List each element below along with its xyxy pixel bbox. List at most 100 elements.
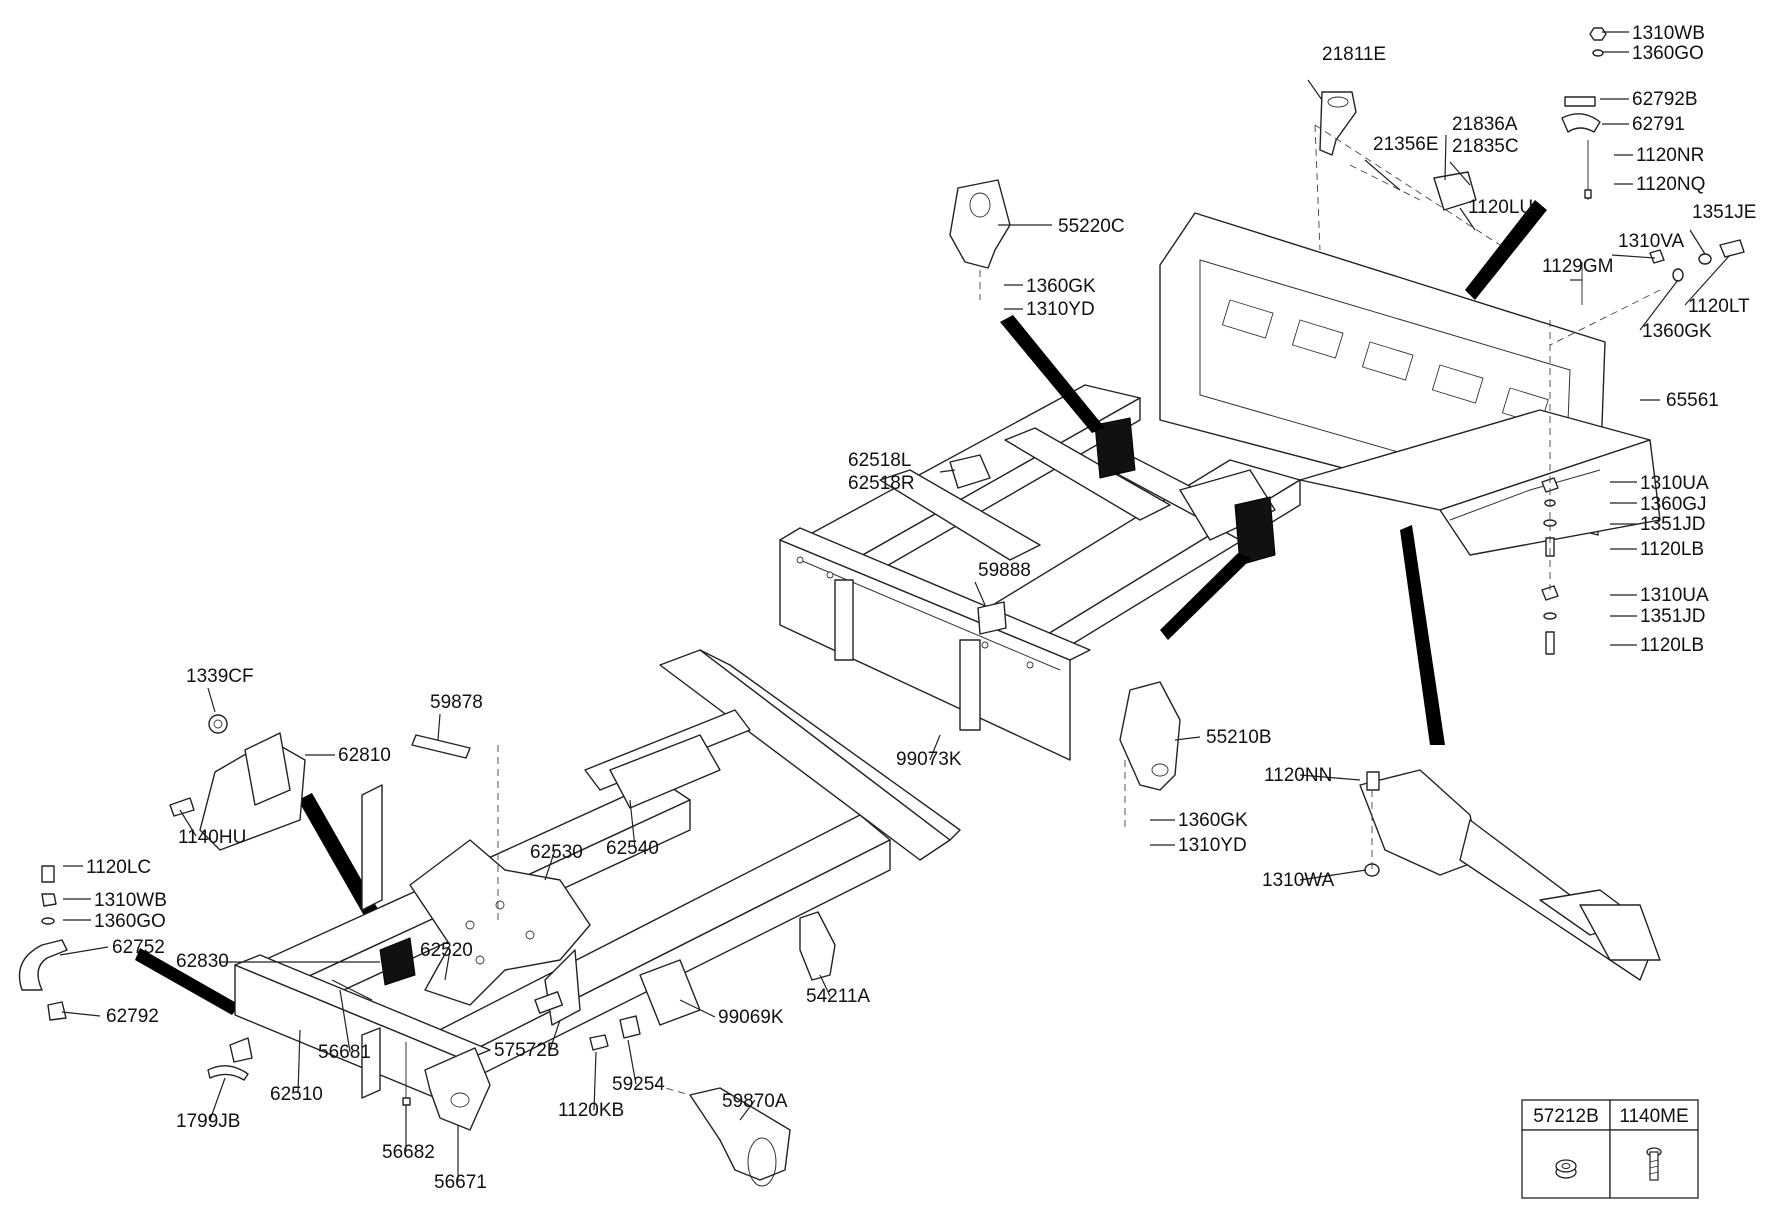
pointer-wedge — [1400, 525, 1445, 745]
pointer-wedge — [1465, 200, 1547, 300]
part-label-55220C: 55220C — [1058, 216, 1125, 237]
part-number-text: 62752 — [112, 937, 165, 958]
part-label-62752: 62752 — [112, 937, 165, 958]
part-number-text: 99073K — [896, 749, 962, 770]
part-number-text: 62518R — [848, 473, 915, 494]
part-label-1360GO_a: 1360GO — [1602, 43, 1704, 64]
part-label-1120LU: 1120LU — [1468, 197, 1533, 218]
part-number-text: 1120NQ — [1636, 174, 1705, 195]
part-label-1351JE: 1351JE — [1692, 202, 1756, 223]
part-number-text: 1120NN — [1264, 765, 1332, 786]
part-number-text: 59254 — [612, 1074, 665, 1095]
part-label-1310YD_a: 1310YD — [1004, 299, 1095, 320]
part-label-59888: 59888 — [978, 560, 1031, 581]
part-label-62791: 62791 — [1602, 114, 1685, 135]
part-number-text: 59870A — [722, 1091, 788, 1112]
part-label-62792: 62792 — [106, 1006, 159, 1027]
part-label-1120KB: 1120KB — [558, 1100, 624, 1121]
legend-label-57212B: 57212B — [1533, 1106, 1599, 1127]
part-number-text: 55220C — [1058, 216, 1125, 237]
part-number-text: 1310WB — [94, 890, 167, 911]
part-number-text: 56682 — [382, 1142, 435, 1163]
part-label-59870A: 59870A — [722, 1091, 788, 1112]
part-number-text: 21835C — [1452, 136, 1519, 157]
part-label-62792B: 62792B — [1600, 89, 1698, 110]
part-label-1360GK_a: 1360GK — [1004, 276, 1096, 297]
part-label-62830: 62830 — [176, 951, 229, 972]
part-number-text: 55210B — [1206, 727, 1272, 748]
part-number-text: 99069K — [718, 1007, 784, 1028]
part-label-62540: 62540 — [606, 838, 659, 859]
nut-icon — [1555, 1159, 1577, 1179]
part-number-text: 1360GJ — [1640, 494, 1707, 515]
part-number-text: 1360GK — [1642, 321, 1712, 342]
part-number-text: 21836A — [1452, 114, 1518, 135]
rear-brackets — [949, 27, 1745, 981]
part-label-1129GM: 1129GM — [1542, 256, 1613, 277]
part-number-text: 62810 — [338, 745, 391, 766]
part-number-text: 1351JE — [1692, 202, 1756, 223]
part-label-1360GK_c: 1360GK — [1150, 810, 1248, 831]
part-number-text: 62791 — [1632, 114, 1685, 135]
part-label-1360GK_b: 1360GK — [1642, 321, 1712, 342]
part-number-text: 1129GM — [1542, 256, 1613, 277]
part-label-1310UA_a: 1310UA — [1610, 473, 1709, 494]
part-label-1339CF: 1339CF — [186, 666, 254, 687]
part-number-text: 59878 — [430, 692, 483, 713]
part-number-text: 62830 — [176, 951, 229, 972]
leader-lines — [59, 79, 1731, 1180]
part-number-text: 1351JD — [1640, 606, 1706, 627]
part-label-62518L: 62518L — [848, 450, 911, 471]
part-number-text: 1351JD — [1640, 514, 1706, 535]
part-number-text: 1140HU — [178, 827, 246, 848]
part-label-59254: 59254 — [612, 1074, 665, 1095]
part-number-text: 62518L — [848, 450, 911, 471]
part-number-text: 1310VA — [1618, 231, 1685, 252]
part-number-text: 1360GO — [94, 911, 166, 932]
part-number-text: 1120KB — [558, 1100, 624, 1121]
part-label-62520: 62520 — [420, 940, 473, 961]
bolt-icon — [1646, 1147, 1662, 1181]
part-label-1351JD_b: 1351JD — [1610, 606, 1706, 627]
part-number-text: 57572B — [494, 1040, 560, 1061]
part-label-57572B: 57572B — [494, 1040, 560, 1061]
part-number-labels: 1310WB1360GO21811E62792B6279121836A21356… — [63, 23, 1756, 1193]
part-number-text: 1120LB — [1640, 539, 1704, 560]
part-label-1140HU: 1140HU — [178, 827, 246, 848]
part-label-1310WA: 1310WA — [1262, 870, 1334, 891]
legend-label-1140ME: 1140ME — [1619, 1106, 1688, 1127]
pointer-wedge — [1160, 553, 1252, 640]
part-label-1120NQ: 1120NQ — [1614, 174, 1705, 195]
part-number-text: 1120LB — [1640, 635, 1704, 656]
part-label-59878: 59878 — [430, 692, 483, 713]
part-label-1120LB_a: 1120LB — [1610, 539, 1704, 560]
part-number-text: 1120LU — [1468, 197, 1533, 218]
part-label-21811E: 21811E — [1322, 44, 1386, 65]
part-label-1120NR: 1120NR — [1614, 145, 1704, 166]
part-number-text: 62530 — [530, 842, 583, 863]
part-number-text: 1120LC — [86, 857, 151, 878]
part-number-text: 62792 — [106, 1006, 159, 1027]
part-number-text: 56681 — [318, 1042, 371, 1063]
part-label-1799JB: 1799JB — [176, 1111, 240, 1132]
part-label-56682: 56682 — [382, 1142, 435, 1163]
part-number-text: 21811E — [1322, 44, 1386, 65]
pointer-wedge — [135, 948, 240, 1015]
part-number-text: 1360GK — [1026, 276, 1096, 297]
part-label-21836A: 21836A — [1452, 114, 1518, 135]
part-label-55210B: 55210B — [1206, 727, 1272, 748]
part-number-text: 62510 — [270, 1084, 323, 1105]
part-number-text: 56671 — [434, 1172, 487, 1193]
part-number-text: 62520 — [420, 940, 473, 961]
part-label-21356E: 21356E — [1373, 134, 1439, 155]
part-label-1310YD_b: 1310YD — [1150, 835, 1247, 856]
front-frame-assembly — [18, 649, 961, 1187]
part-label-1310UA_b: 1310UA — [1610, 585, 1709, 606]
part-number-text: 1120NR — [1636, 145, 1704, 166]
part-number-text: 21356E — [1373, 134, 1439, 155]
part-label-54211A: 54211A — [806, 986, 870, 1007]
part-number-text: 1120LT — [1688, 296, 1750, 317]
part-number-text: 1310WA — [1262, 870, 1334, 891]
part-label-1351JD_a: 1351JD — [1610, 514, 1706, 535]
